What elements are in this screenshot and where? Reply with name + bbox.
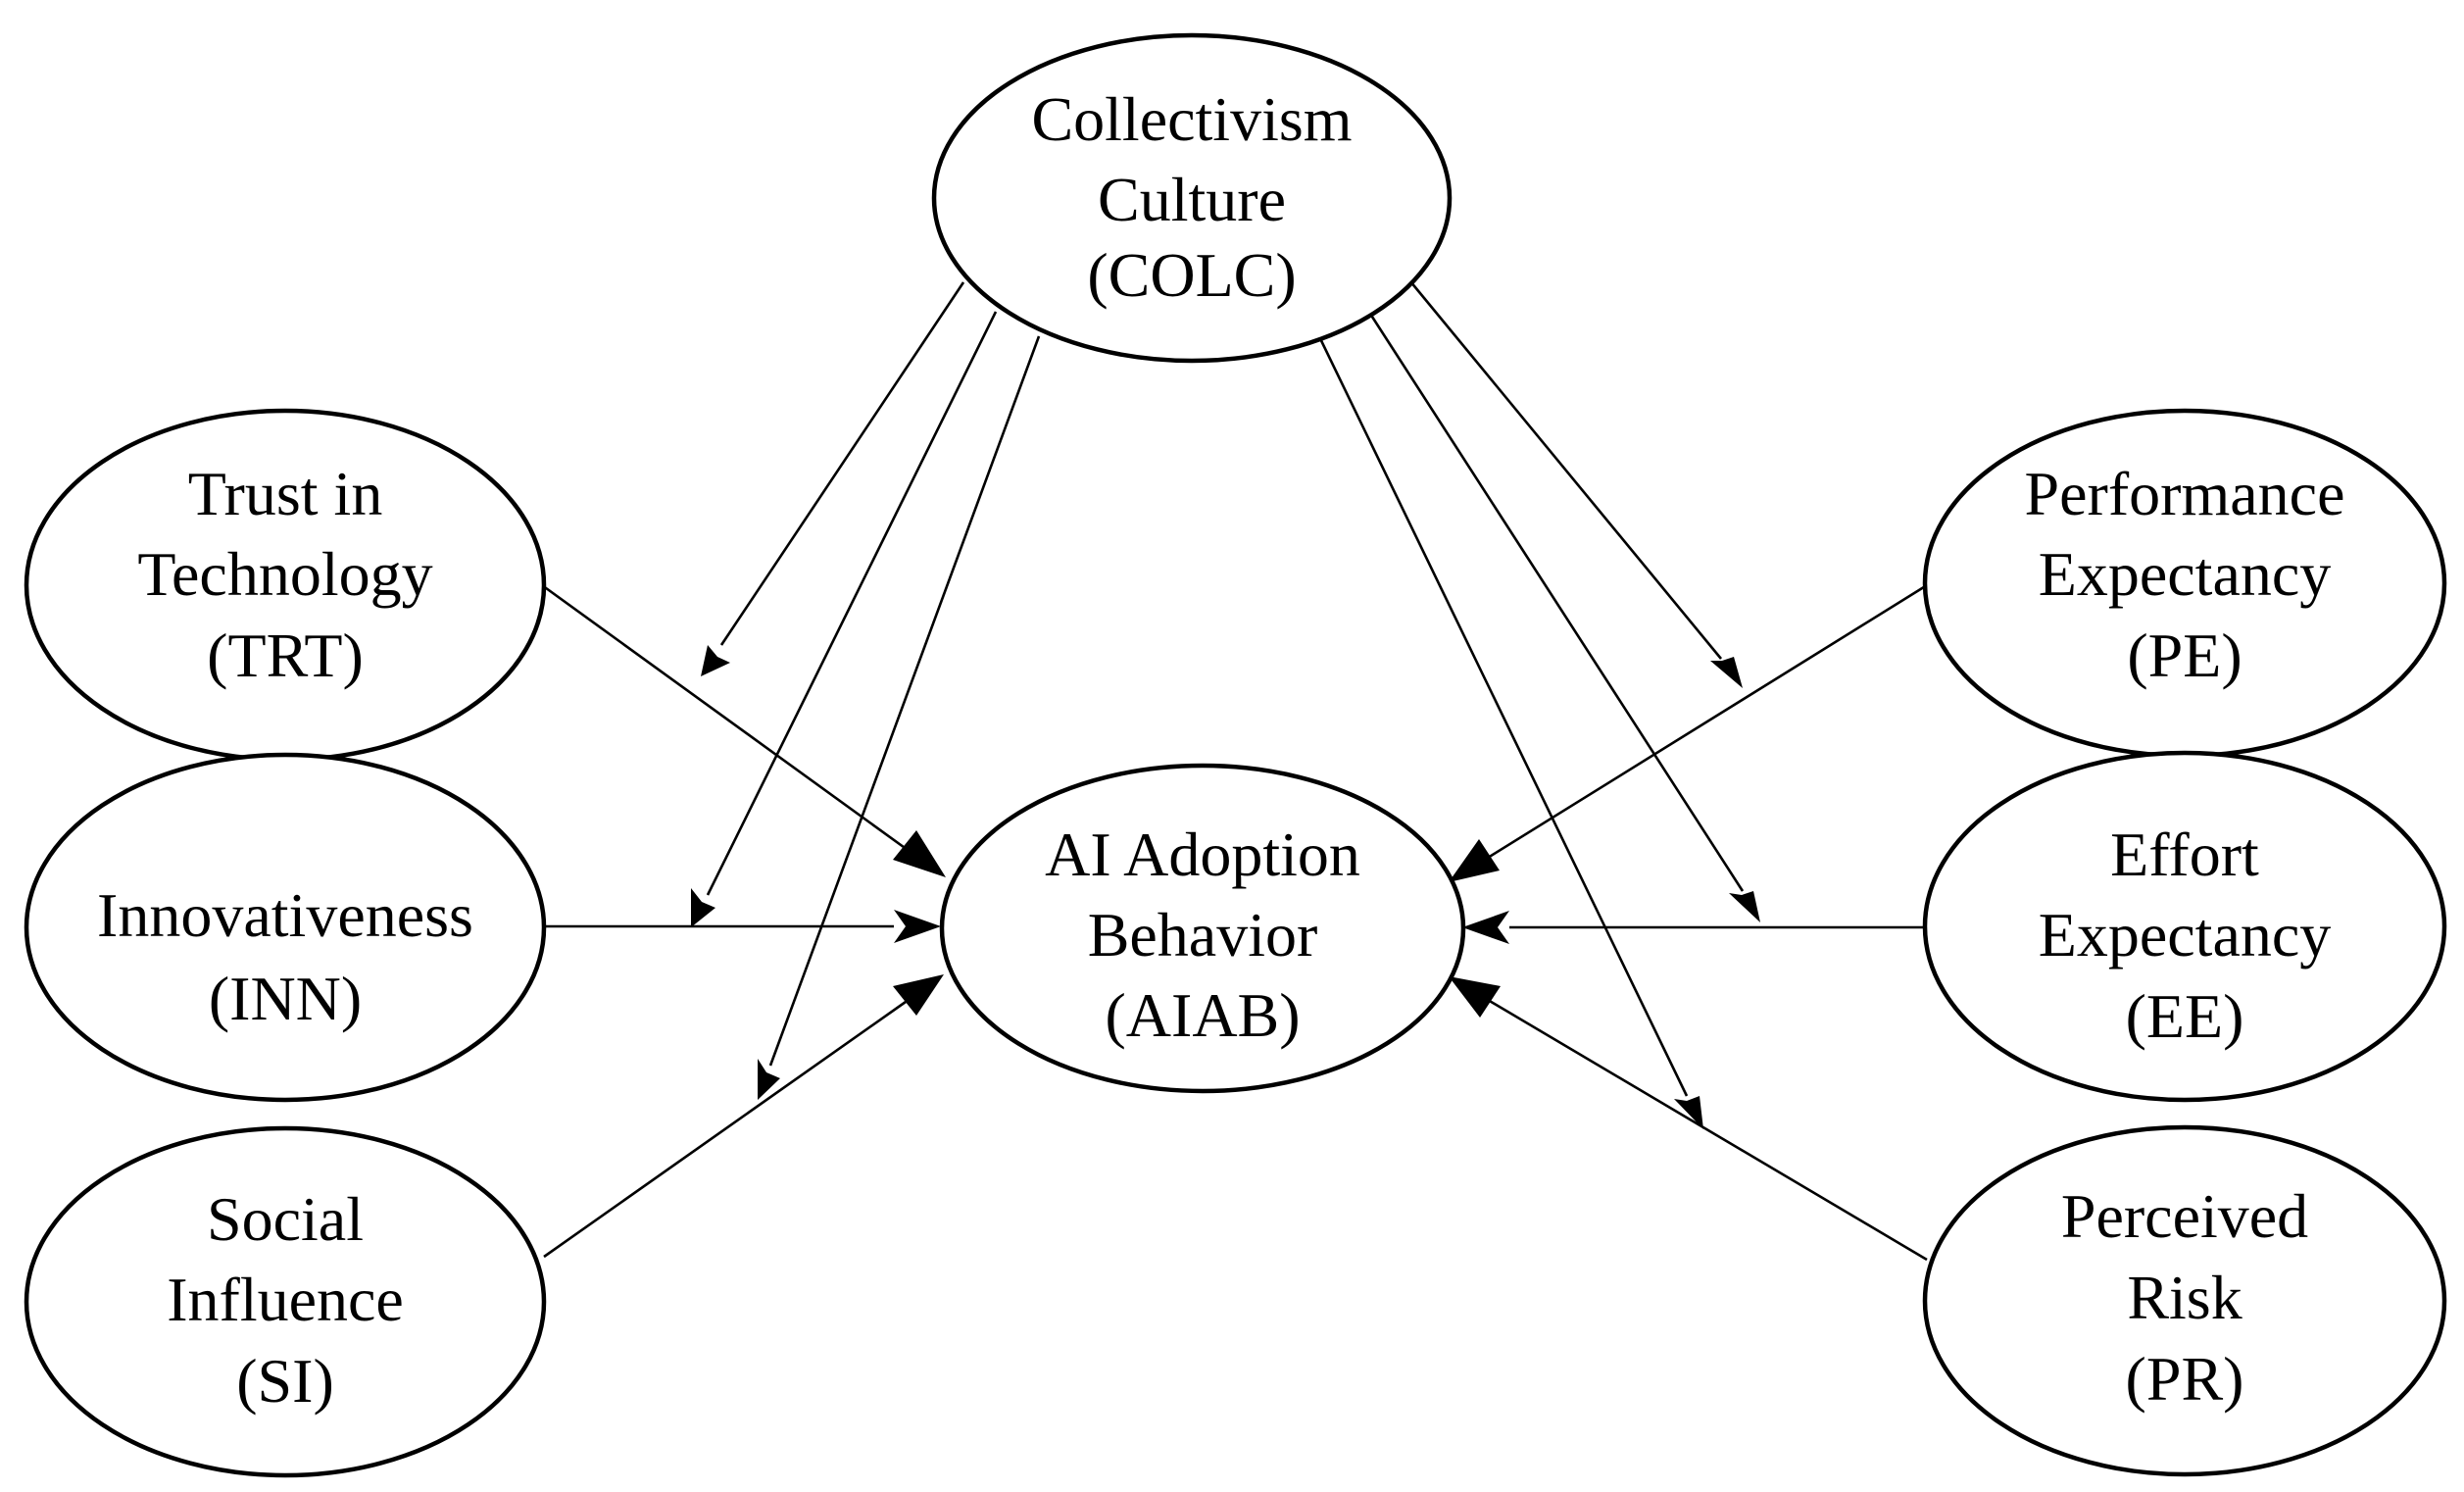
path-inn-to-aiab	[544, 910, 941, 943]
node-inn-line-2: (INN)	[209, 964, 362, 1033]
node-pr: Perceived Risk (PR)	[1922, 1124, 2447, 1477]
path-ee-to-aiab	[1462, 911, 1944, 944]
nodes-layer: Collectivism Culture (COLC) Trust in Tec…	[24, 32, 2447, 1478]
node-si-line-2: Influence	[167, 1265, 404, 1334]
node-pe: Performance Expectancy (PE)	[1922, 408, 2447, 759]
node-pr-line-3: (PR)	[2126, 1344, 2244, 1414]
node-colc-line-3: (COLC)	[1087, 240, 1296, 310]
node-aiab-line-3: (AIAB)	[1105, 980, 1300, 1050]
node-trt-line-3: (TRT)	[207, 621, 364, 690]
node-pr-line-2: Risk	[2127, 1263, 2242, 1332]
node-aiab: AI Adoption Behavior (AIAB)	[939, 763, 1466, 1094]
node-si: Social Influence (SI)	[24, 1125, 547, 1478]
node-colc-line-2: Culture	[1098, 165, 1286, 234]
moderation-colc-pe	[1408, 280, 1743, 688]
node-trt-line-2: Technology	[137, 539, 432, 609]
node-ee-line-2: Expectancy	[2039, 900, 2332, 970]
node-colc-line-1: Collectivism	[1031, 84, 1352, 154]
moderation-colc-si	[758, 335, 1041, 1100]
node-ee-line-3: (EE)	[2126, 981, 2244, 1051]
path-pe-to-aiab	[1449, 583, 1928, 882]
moderation-colc-pr	[1313, 327, 1703, 1129]
node-trt-line-1: Trust in	[188, 459, 383, 528]
node-pe-line-3: (PE)	[2127, 621, 2242, 690]
node-si-line-3: (SI)	[236, 1346, 334, 1416]
node-inn: Innovativeness (INN)	[24, 752, 547, 1103]
node-aiab-line-1: AI Adoption	[1045, 820, 1360, 889]
moderation-colc-ee	[1368, 313, 1760, 922]
node-ee: Effort Expectancy (EE)	[1922, 750, 2447, 1103]
node-pe-line-2: Expectancy	[2039, 539, 2332, 609]
path-si-to-aiab	[543, 974, 944, 1259]
node-pe-line-1: Performance	[2025, 459, 2345, 528]
moderation-colc-inn	[691, 311, 998, 927]
edges-layer	[541, 280, 1944, 1262]
node-inn-line-1: Innovativeness	[97, 880, 473, 950]
moderation-colc-trt	[701, 281, 965, 676]
path-trt-to-aiab	[541, 583, 946, 877]
node-aiab-line-2: Behavior	[1088, 900, 1318, 970]
node-si-line-1: Social	[207, 1184, 364, 1254]
node-pr-line-1: Perceived	[2061, 1181, 2308, 1251]
node-trt: Trust in Technology (TRT)	[24, 408, 547, 763]
path-pr-to-aiab	[1449, 976, 1928, 1262]
node-colc: Collectivism Culture (COLC)	[931, 32, 1453, 364]
node-ee-line-1: Effort	[2110, 820, 2259, 889]
